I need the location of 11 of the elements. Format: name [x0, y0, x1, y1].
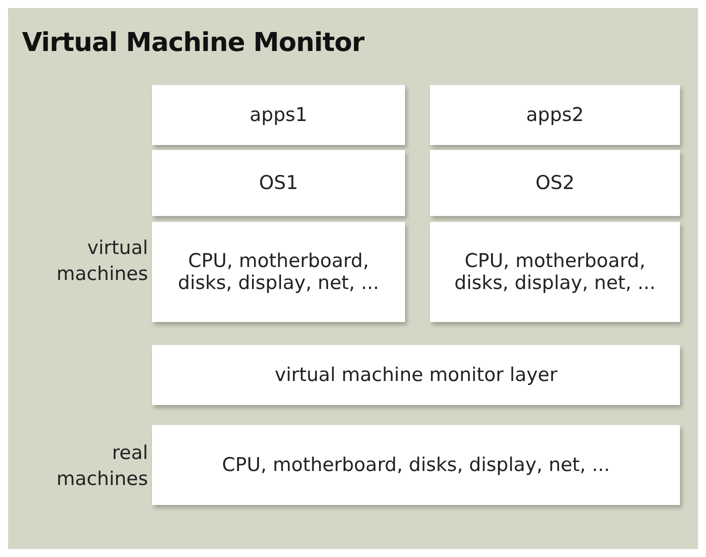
side-label: virtual machines [55, 236, 148, 287]
diagram-title: Virtual Machine Monitor [22, 28, 364, 58]
side-label: real machines [55, 441, 148, 492]
layer-box: apps2 [430, 85, 680, 145]
layer-box: CPU, motherboard, disks, display, net, ... [152, 222, 405, 322]
layer-box: virtual machine monitor layer [152, 345, 680, 405]
layer-box: OS2 [430, 150, 680, 216]
layer-box: CPU, motherboard, disks, display, net, ... [152, 425, 680, 505]
layer-box: CPU, motherboard, disks, display, net, ... [430, 222, 680, 322]
layer-box: OS1 [152, 150, 405, 216]
layer-box: apps1 [152, 85, 405, 145]
